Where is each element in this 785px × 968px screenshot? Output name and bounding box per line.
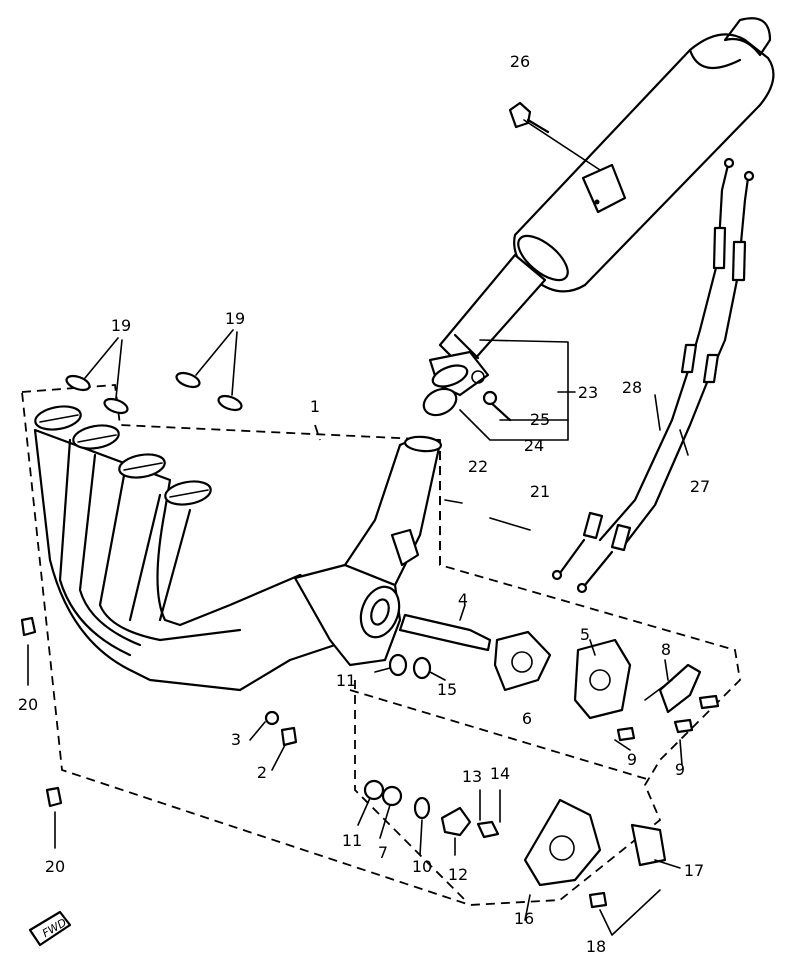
fwd-badge: FWD (28, 910, 72, 947)
callout-label-1: 1 (310, 397, 320, 416)
callout-label-11: 11 (336, 671, 356, 690)
callout-label-7: 7 (378, 843, 388, 862)
callout-label-25: 25 (530, 410, 550, 429)
callout-label-8: 8 (661, 640, 671, 659)
bushings-11-15 (374, 653, 446, 681)
bracket-4-6 (398, 604, 552, 692)
callout-label-20: 20 (18, 695, 38, 714)
callout-label-28: 28 (622, 378, 642, 397)
callout-label-19: 19 (111, 316, 131, 335)
callout-label-12: 12 (448, 865, 468, 884)
callout-label-15: 15 (437, 680, 457, 699)
callout-label-11: 11 (342, 831, 362, 850)
callout-label-14: 14 (490, 764, 510, 783)
callout-label-26: 26 (510, 52, 530, 71)
plugs-20 (20, 616, 63, 849)
callout-label-24: 24 (524, 436, 544, 455)
callout-label-9: 9 (675, 760, 685, 779)
callout-label-16: 16 (514, 909, 534, 928)
callout-label-13: 13 (462, 767, 482, 786)
callout-label-17: 17 (684, 861, 704, 880)
servo-bracket-5 (573, 638, 720, 742)
leader-lines (444, 119, 689, 869)
callout-label-20: 20 (45, 857, 65, 876)
callout-label-27: 27 (690, 477, 710, 496)
pipe-flanges (34, 405, 212, 506)
muffler (422, 17, 775, 422)
cables (551, 157, 755, 594)
gaskets-19 (65, 329, 243, 415)
callout-label-23: 23 (578, 383, 598, 402)
callout-label-4: 4 (458, 590, 468, 609)
callout-label-5: 5 (580, 625, 590, 644)
bolt-26-icon (508, 101, 550, 134)
header-assembly-outline (21, 384, 741, 906)
callout-label-22: 22 (468, 457, 488, 476)
callout-label-3: 3 (231, 730, 241, 749)
exhaust-header-pipes (33, 405, 443, 692)
callout-label-19: 19 (225, 309, 245, 328)
callout-label-9: 9 (627, 750, 637, 769)
callout-label-10: 10 (412, 857, 432, 876)
callout-label-6: 6 (522, 709, 532, 728)
callout-label-18: 18 (586, 937, 606, 956)
bolts-2-3 (249, 710, 298, 771)
callout-label-21: 21 (530, 482, 550, 501)
callout-label-2: 2 (257, 763, 267, 782)
lower-parts-7-18 (357, 779, 667, 936)
